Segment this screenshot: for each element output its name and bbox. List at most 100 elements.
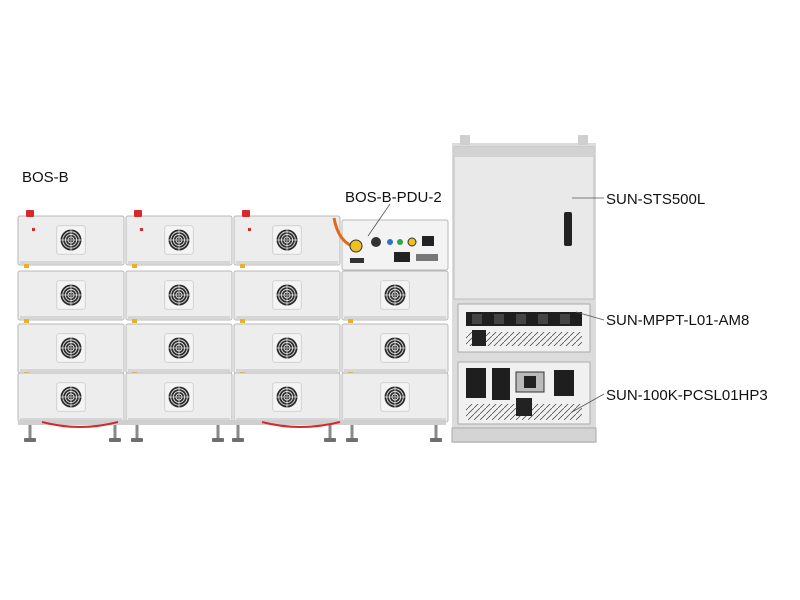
connector-icon [349, 239, 363, 253]
latch-icon [348, 319, 353, 323]
latch-icon [132, 264, 137, 268]
switch-icon [422, 236, 434, 246]
latch-icon [132, 319, 137, 323]
foot-icon [350, 425, 354, 439]
module-base-strip [344, 316, 446, 319]
label-sun-pcs: SUN-100K-PCSL01HP3 [606, 387, 768, 404]
switch-icon [394, 252, 410, 262]
indicator-icon [140, 228, 143, 231]
label-bos-b: BOS-B [22, 169, 69, 186]
foot-icon [434, 425, 438, 439]
foot-pad [24, 438, 36, 442]
fan-icon [164, 382, 194, 412]
module-base-strip [236, 369, 338, 372]
module-base-strip [236, 316, 338, 319]
breaker-icon [554, 370, 574, 396]
foot-pad [232, 438, 244, 442]
latch-icon [240, 319, 245, 323]
sts-door [453, 146, 595, 300]
module-base-strip [128, 261, 230, 264]
leader-pdu [367, 203, 391, 237]
fan-icon [380, 280, 410, 310]
terminal-icon [538, 314, 548, 324]
latch-icon [24, 319, 29, 323]
connector-icon [407, 237, 417, 247]
lifting-lug [460, 135, 470, 145]
latch-icon [24, 264, 29, 268]
module-base-strip [236, 418, 338, 421]
cable [261, 421, 341, 428]
leader-pcs [571, 393, 605, 413]
fan-icon [56, 333, 86, 363]
indicator-icon [248, 228, 251, 231]
terminal-icon [494, 314, 504, 324]
foot-pad [324, 438, 336, 442]
cable [41, 421, 119, 428]
vent-grille [466, 332, 582, 346]
fan-icon [164, 280, 194, 310]
module-base-strip [128, 418, 230, 421]
module-base-strip [20, 369, 122, 372]
fan-icon [164, 333, 194, 363]
label-sun-sts500l: SUN-STS500L [606, 191, 706, 208]
foot-icon [328, 425, 332, 439]
indicator-icon [32, 228, 35, 231]
terminal-icon [26, 210, 34, 217]
label-plate [416, 254, 438, 261]
terminal-icon [560, 314, 570, 324]
foot-icon [113, 425, 117, 439]
module-base-strip [128, 369, 230, 372]
indicator-icon [397, 239, 403, 245]
cabinet-base [451, 427, 597, 443]
fan-icon [56, 382, 86, 412]
module-base-strip [20, 261, 122, 264]
foot-icon [28, 425, 32, 439]
label-sun-mppt: SUN-MPPT-L01-AM8 [606, 312, 750, 329]
base-rail [18, 420, 446, 425]
connector-icon [371, 237, 381, 247]
foot-pad [212, 438, 224, 442]
terminal-icon [516, 314, 526, 324]
foot-pad [109, 438, 121, 442]
fan-icon [56, 225, 86, 255]
leader-mppt [575, 311, 605, 321]
module-base-strip [20, 316, 122, 319]
foot-pad [131, 438, 143, 442]
indicator-icon [387, 239, 393, 245]
port-icon [350, 258, 364, 263]
battery-stack [17, 210, 449, 442]
fan-icon [380, 333, 410, 363]
breaker-icon [466, 368, 486, 398]
module-base-strip [344, 369, 446, 372]
module-base-strip [236, 261, 338, 264]
fan-icon [272, 333, 302, 363]
port-icon [516, 398, 532, 416]
display-screen [524, 376, 536, 388]
module-base-strip [20, 418, 122, 421]
breaker-icon [472, 330, 486, 346]
terminal-icon [242, 210, 250, 217]
lifting-lug [578, 135, 588, 145]
equipment-cabinet [451, 135, 597, 443]
foot-pad [346, 438, 358, 442]
terminal-icon [134, 210, 142, 217]
fan-icon [56, 280, 86, 310]
breaker-icon [492, 368, 510, 400]
fan-icon [272, 225, 302, 255]
foot-icon [236, 425, 240, 439]
fan-icon [164, 225, 194, 255]
label-bos-b-pdu-2: BOS-B-PDU-2 [345, 189, 442, 206]
fan-icon [380, 382, 410, 412]
latch-icon [240, 264, 245, 268]
handle-icon [564, 212, 572, 246]
foot-icon [216, 425, 220, 439]
fan-icon [272, 280, 302, 310]
terminal-icon [472, 314, 482, 324]
leader-lines [367, 197, 605, 413]
pdu-unit [332, 217, 449, 271]
top-vent [454, 147, 594, 157]
foot-pad [430, 438, 442, 442]
module-base-strip [344, 418, 446, 421]
foot-icon [135, 425, 139, 439]
